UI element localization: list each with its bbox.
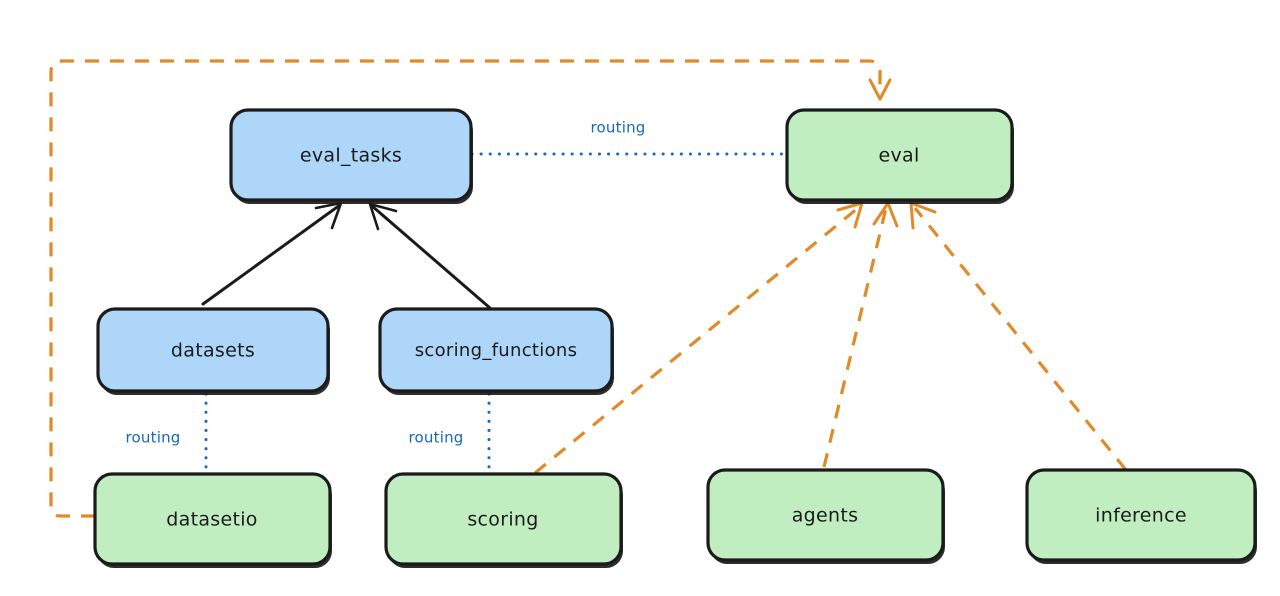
node-scoring-functions[interactable]: scoring_functions [378,307,614,395]
edge-label-routing-datasets-datasetio: routing [126,429,181,447]
node-inference-label: inference [1095,505,1187,527]
edge-label-routing-scoringfunctions-scoring: routing [409,429,464,447]
node-eval-tasks-box [229,108,473,202]
node-eval-tasks-label: eval_tasks [300,145,402,167]
edge-scoringfunctions-to-scoring: routing [409,392,491,472]
node-eval[interactable]: eval [785,108,1014,204]
node-datasetio-label: datasetio [166,509,257,531]
edge-datasets-to-datasetio: routing [126,392,208,472]
node-datasets-label: datasets [171,340,255,362]
node-agents-label: agents [792,505,859,527]
node-eval-box [785,108,1014,202]
node-scoring-functions-label: scoring_functions [415,340,578,361]
node-scoring-functions-box [378,307,614,393]
edge-datasetio-to-eval-arrowhead [868,78,892,101]
node-datasets[interactable]: datasets [96,307,330,395]
edge-datasets-to-evaltasks-path [201,203,342,306]
edge-scoringfunctions-to-evaltasks [368,202,492,310]
edge-evaltasks-to-eval: routing [470,119,788,156]
edge-scoringfunctions-to-evaltasks-path [370,204,492,310]
edge-label-routing-evaltasks-eval: routing [591,119,646,137]
edge-inference-to-eval [909,201,1128,472]
node-eval-label: eval [878,145,919,167]
node-agents-box [706,468,945,562]
edge-inference-to-eval-path [913,206,1128,472]
edge-scoring-to-eval-path [533,206,860,475]
node-scoring[interactable]: scoring [384,472,623,568]
node-datasetio-box [93,472,332,566]
edge-agents-to-eval [822,201,899,468]
edge-datasetio-to-eval [49,59,892,518]
node-inference-box [1025,468,1257,562]
node-datasetio[interactable]: datasetio [93,472,332,568]
node-agents[interactable]: agents [706,468,945,564]
edge-datasets-to-evaltasks [201,201,343,306]
node-scoring-box [384,472,623,566]
node-scoring-label: scoring [467,509,538,531]
node-eval-tasks[interactable]: eval_tasks [229,108,473,204]
node-inference[interactable]: inference [1025,468,1257,564]
node-datasets-box [96,307,330,393]
edge-agents-to-eval-path [822,207,888,468]
